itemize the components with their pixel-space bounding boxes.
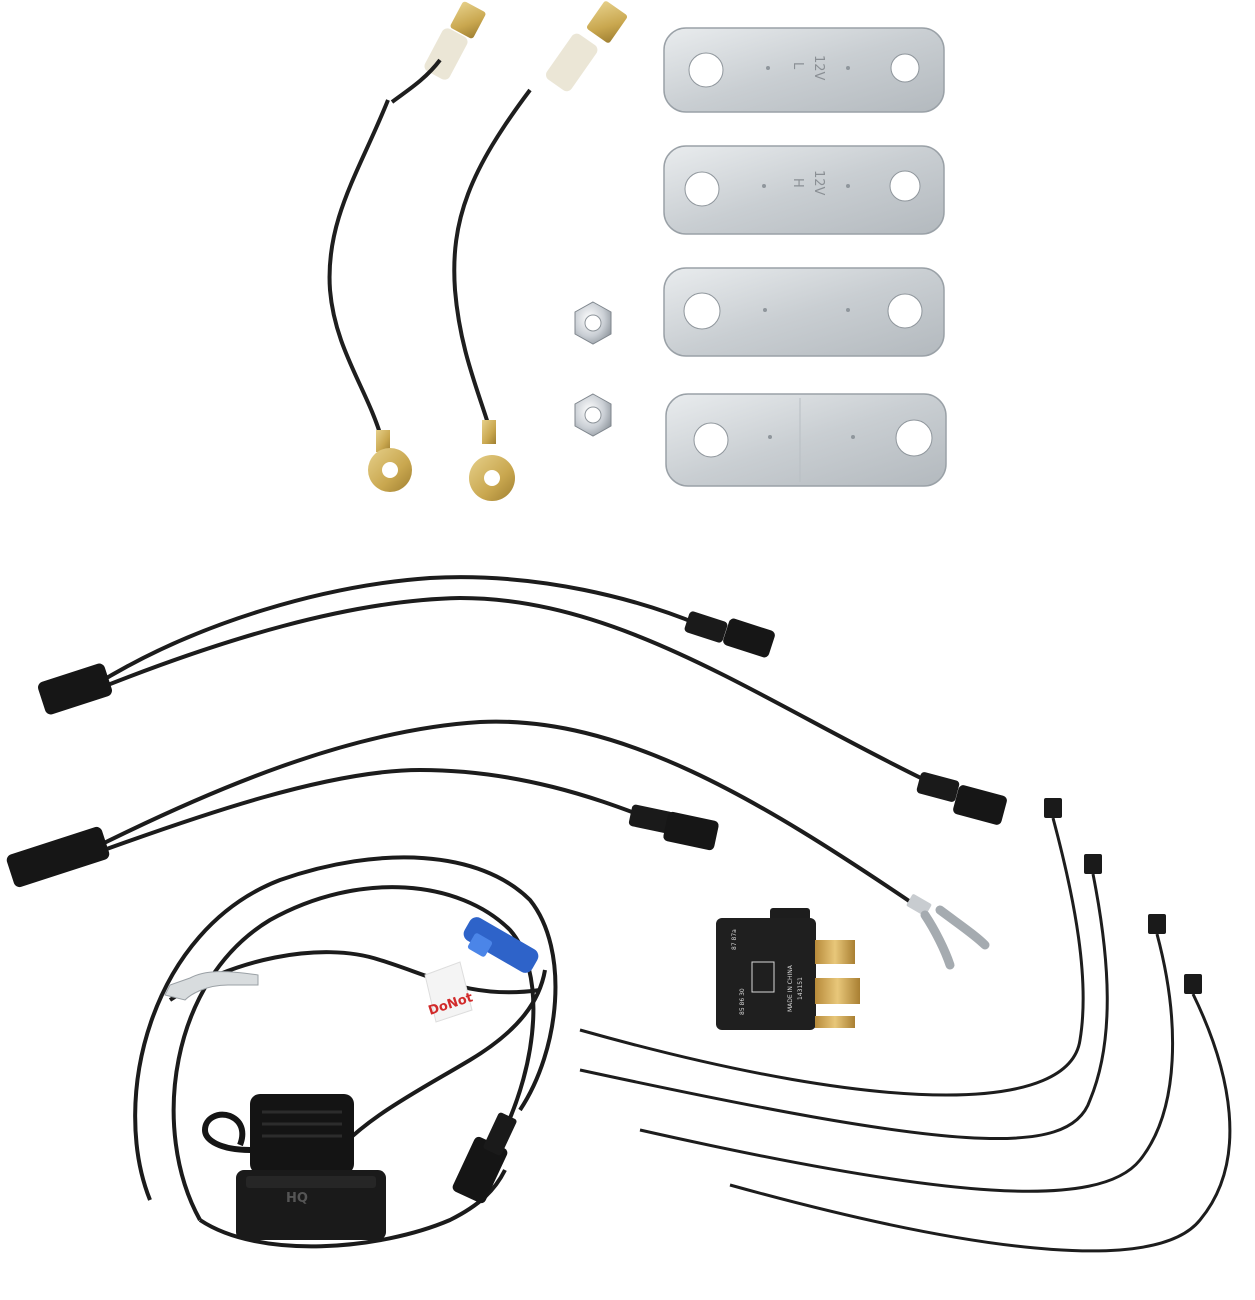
relay-pins-top: 87 87a <box>731 929 738 950</box>
plate-1-marking: 12V <box>811 55 826 81</box>
cable-tie-1 <box>579 798 1085 1097</box>
hex-nut-2 <box>574 393 612 437</box>
mounting-plate-2: 12V H <box>663 145 945 235</box>
fused-power-harness: DoNot HQ <box>133 855 558 1249</box>
mounting-plate-1: 12V L <box>663 27 945 113</box>
ground-lead-left <box>327 1 486 492</box>
fuse-cover-mark: HQ <box>286 1191 308 1206</box>
plate-2-sub: H <box>790 178 805 188</box>
y-harness-upper <box>38 575 1007 825</box>
plate-1-sub: L <box>790 62 805 70</box>
relay-pins-bottom: 85 86 30 <box>739 988 746 1015</box>
cable-tie-4 <box>729 974 1232 1253</box>
plate-2-marking: 12V <box>811 170 826 196</box>
mounting-plate-3 <box>663 267 945 357</box>
relay: 87 87a 85 86 30 MADE IN CHINA 143151 <box>716 908 860 1030</box>
mounting-plate-4 <box>665 393 947 487</box>
relay-origin: MADE IN CHINA <box>787 964 794 1012</box>
relay-code: 143151 <box>797 977 804 1000</box>
ground-lead-right <box>452 1 628 501</box>
cable-tie-2 <box>579 854 1109 1141</box>
hex-nut-1 <box>574 301 612 345</box>
cable-tie-3 <box>639 914 1175 1193</box>
y-harness-lower <box>6 719 990 970</box>
